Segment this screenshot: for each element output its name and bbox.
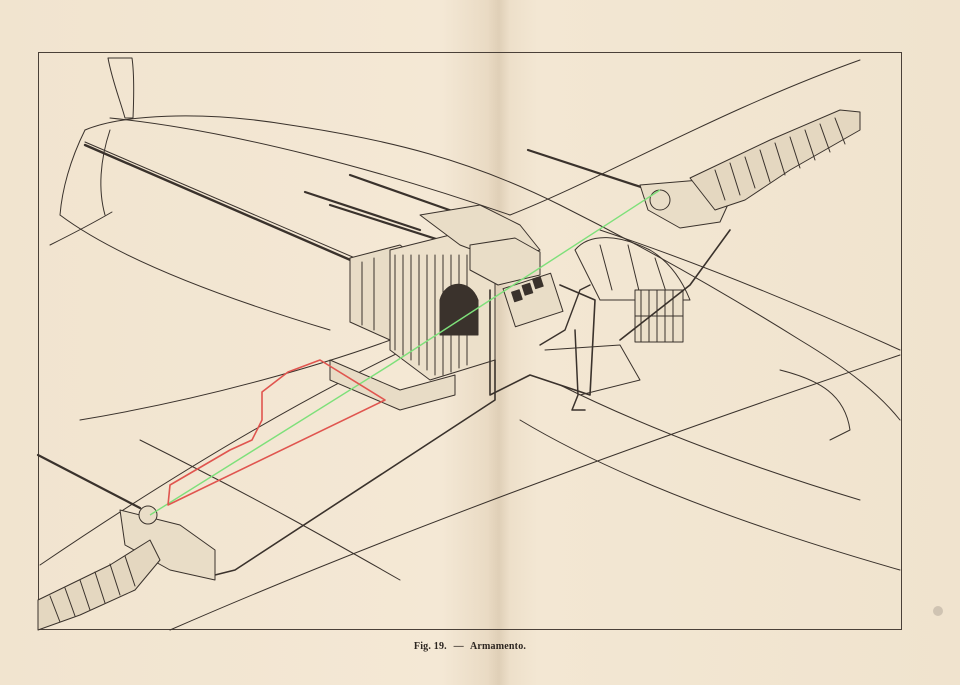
canopy-outline xyxy=(574,237,691,301)
cannon-barrel-top xyxy=(84,141,356,259)
propeller-blade-left xyxy=(49,211,113,246)
wing-trailing-edge xyxy=(169,354,901,631)
figure-frame xyxy=(38,52,902,630)
figure-number: Fig. 19. xyxy=(413,641,447,652)
canopy-frame-1 xyxy=(599,244,613,291)
left-wing-gun-barrel xyxy=(36,453,142,510)
wiring-right xyxy=(489,229,731,396)
ammo-belt-icon-left xyxy=(37,539,161,631)
mg-barrel-3 xyxy=(328,203,457,247)
fuselage-outline xyxy=(84,115,901,421)
wing-panel-line-3 xyxy=(559,384,861,501)
page-fold xyxy=(488,0,510,685)
nose-curve xyxy=(59,129,86,216)
wing-panel-line-1 xyxy=(79,324,431,421)
wing-panel-line-2 xyxy=(139,439,401,581)
wiring-left xyxy=(214,359,496,576)
ammo-belt-icon xyxy=(689,109,861,211)
figure-title: Armamento. xyxy=(469,641,527,652)
binding-hole xyxy=(933,606,943,616)
figure-caption: Fig. 19. — Armamento. xyxy=(0,641,940,652)
tail-line xyxy=(599,229,901,351)
fuselage-lower xyxy=(59,214,331,331)
cannon-barrel xyxy=(83,143,357,264)
mg-barrel-2 xyxy=(303,190,422,232)
wing-root xyxy=(509,59,861,216)
nose-inner xyxy=(100,129,111,216)
caption-dash: — xyxy=(453,641,464,652)
switch-box xyxy=(634,289,684,343)
left-wing-gun xyxy=(119,505,216,581)
canopy-frame-2 xyxy=(627,244,641,296)
control-panel xyxy=(502,272,564,328)
mg-barrel-1 xyxy=(348,173,457,214)
sight-line xyxy=(149,189,661,516)
wing-right-trailing xyxy=(519,419,901,571)
wiring-loop xyxy=(539,284,591,346)
propeller-blade-top xyxy=(107,57,135,119)
control-stick xyxy=(571,329,586,411)
pedal-frame xyxy=(544,344,641,396)
highlight-outline xyxy=(167,359,386,506)
right-wing-gun-barrel xyxy=(526,148,652,192)
gun-mount-base xyxy=(329,359,456,411)
fuselage-upper-line xyxy=(109,117,511,216)
tail-fin xyxy=(779,369,851,441)
mg-receiver-2 xyxy=(469,237,541,286)
